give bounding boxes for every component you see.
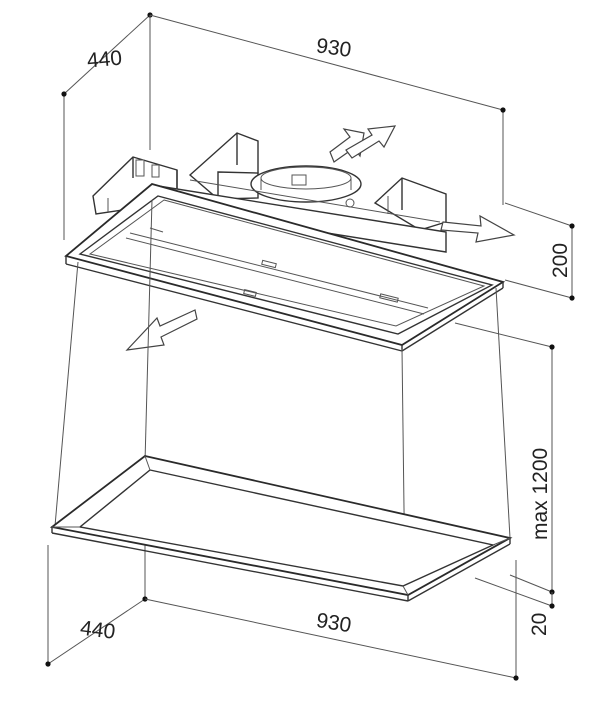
max-height-label: max 1200	[529, 448, 552, 540]
bottom-width-label: 930	[315, 609, 353, 637]
top-depth-label: 440	[86, 47, 123, 73]
dimension-top-depth: 440	[61, 12, 153, 240]
top-inlet-plate	[64, 183, 506, 352]
frame-height-label: 20	[528, 613, 551, 636]
dimension-bottom-width: 930	[144, 560, 519, 681]
dimension-top-width: 930	[149, 14, 506, 205]
airflow-arrow-up	[329, 125, 397, 163]
dimension-frame-height: 20	[474, 577, 555, 636]
bottom-depth-label: 440	[79, 617, 117, 644]
airflow-arrow-right	[440, 214, 516, 243]
airflow-arrow-down-left	[125, 309, 198, 351]
bottom-frame	[49, 455, 513, 602]
top-width-label: 930	[315, 34, 353, 62]
dimension-top-height: 200	[504, 202, 575, 301]
motor-housing	[92, 132, 447, 253]
top-height-label: 200	[549, 243, 572, 278]
